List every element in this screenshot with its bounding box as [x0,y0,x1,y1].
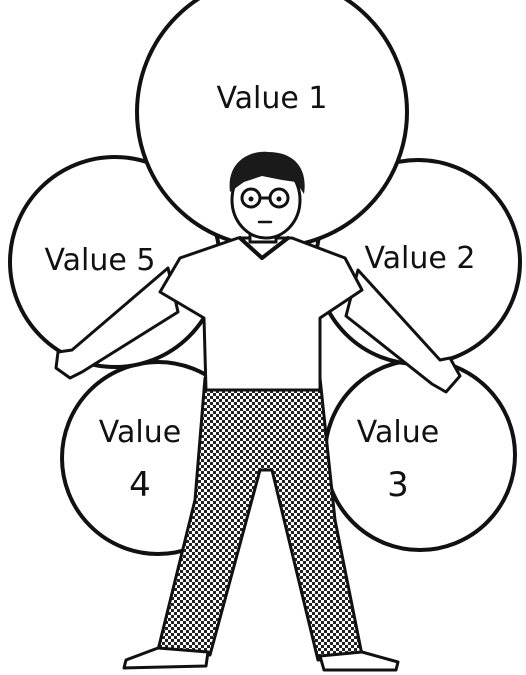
trousers [156,376,364,662]
value-label-4-number: 4 [129,465,151,505]
eye-left [248,196,254,202]
value-label-5: Value 5 [44,243,155,278]
person-figure [54,151,462,672]
left-arm [54,266,180,380]
shirt-collar [238,236,290,260]
right-shoe [318,650,400,672]
value-label-1: Value 1 [216,81,327,116]
value-label-4: Value [99,415,181,450]
left-shoe [122,646,210,670]
shirt [158,236,364,392]
value-label-3: Value [357,415,439,450]
right-arm [344,268,462,394]
value-label-2: Value 2 [364,241,475,276]
value-label-3-number: 3 [387,465,409,505]
eye-right [276,196,282,202]
value-circle-3 [323,358,517,552]
hair [229,151,305,194]
